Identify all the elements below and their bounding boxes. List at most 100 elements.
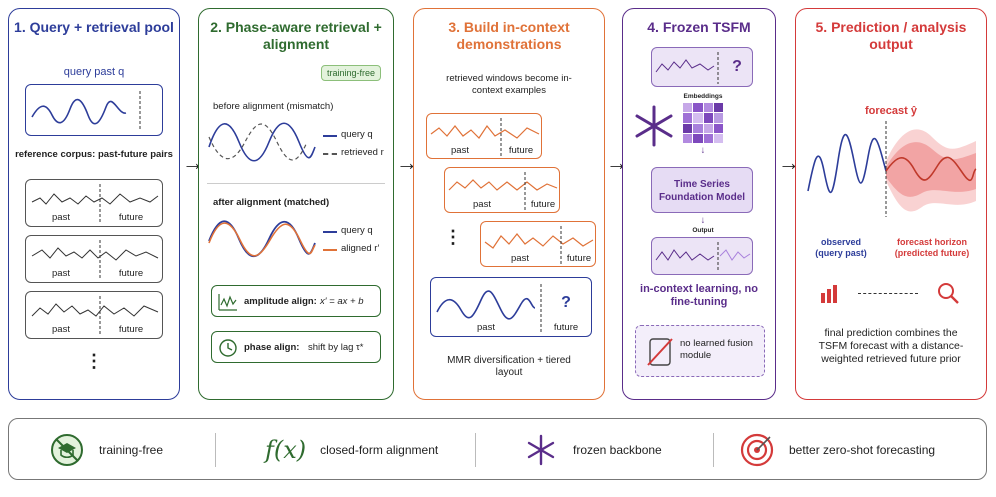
tsfm-input-box: ? (651, 47, 753, 87)
tsfm-input-chart (655, 52, 719, 84)
separator (215, 433, 216, 467)
arrow-2-3: → (396, 150, 418, 175)
legend-retrieved: retrieved r (341, 147, 384, 158)
embeddings-grid (683, 103, 723, 143)
past-label: past (477, 322, 495, 333)
amplitude-formula: x′ = ax + b (320, 296, 364, 307)
arrow-down-icon: ↓ (700, 215, 706, 226)
summary-zero-shot: better zero-shot forecasting (739, 419, 935, 481)
corpus-pair-2: past future (25, 235, 163, 283)
legend-retrieved-line (323, 153, 337, 155)
panel-in-context-demos: 3. Build in-context demonstrations retri… (413, 8, 605, 400)
connector-line (858, 293, 918, 294)
forecast-chart (807, 121, 977, 217)
query-demo-chart (436, 284, 542, 332)
output-label: Output (692, 227, 714, 234)
demo-window-2-chart (448, 172, 558, 210)
icl-label: in-context learning, no fine-tuning (640, 283, 758, 308)
panel5-title: 5. Prediction / analysis output (815, 19, 967, 52)
no-fusion-label: no learned fusion module (680, 338, 753, 361)
demo-window-3-chart (484, 226, 594, 264)
demo-window-1-chart (430, 118, 540, 156)
legend-query-line (323, 135, 337, 137)
legend-query-2: query q (341, 225, 373, 236)
forecast-label: forecast ŷ (865, 105, 917, 117)
past-label: past (52, 268, 70, 279)
before-alignment-label: before alignment (mismatch) (213, 101, 334, 112)
panel-phase-aware-retrieval: 2. Phase-aware retrieval + alignment tra… (198, 8, 394, 400)
future-label: future (118, 324, 144, 335)
no-fusion-box: no learned fusion module (635, 325, 765, 377)
summary-training-free: training-free (49, 419, 163, 481)
legend-query-line-2 (323, 231, 337, 233)
legend-aligned: aligned r′ (341, 243, 380, 254)
past-label: past (52, 324, 70, 335)
summary-closed-form: f(x) closed-form alignment (265, 419, 438, 481)
panel4-title: 4. Frozen TSFM (647, 19, 751, 35)
panel1-title: 1. Query + retrieval pool (14, 19, 174, 35)
tsfm-output-box (651, 237, 753, 275)
demo-more-dots: ⋮ (444, 227, 462, 247)
phase-formula: shift by lag τ* (308, 342, 364, 353)
corpus-pair-1-chart (31, 184, 159, 224)
prediction-description: final prediction combines the TSFM forec… (818, 327, 964, 365)
tsfm-model-label: Time Series Foundation Model (658, 179, 746, 203)
target-icon (739, 432, 775, 468)
panel-prediction-output: 5. Prediction / analysis output forecast… (795, 8, 987, 400)
past-label: past (473, 199, 491, 210)
future-label: future (118, 268, 144, 279)
magnifier-icon (938, 283, 959, 304)
corpus-pair-2-chart (31, 240, 159, 280)
query-demo-window: ? past future (430, 277, 592, 337)
observed-label: observed (query past) (815, 237, 867, 258)
demo-window-1: past future (426, 113, 542, 159)
past-label: past (52, 212, 70, 223)
future-label: future (566, 253, 592, 264)
panel2-title: 2. Phase-aware retrieval + alignment (210, 19, 382, 52)
query-series-box (25, 84, 163, 136)
after-alignment-chart (208, 220, 316, 258)
past-label: past (511, 253, 529, 264)
summary-closed-form-text: closed-form alignment (320, 443, 439, 457)
target-graphic (740, 433, 774, 467)
amplitude-align-box: amplitude align: x′ = ax + b (211, 285, 381, 317)
phase-align-box: phase align: shift by lag τ* (211, 331, 381, 363)
future-label: future (508, 145, 534, 156)
snowflake-small-icon (523, 432, 559, 468)
snowflake-small-graphic (527, 434, 555, 466)
separator (713, 433, 714, 467)
no-training-icon (49, 432, 85, 468)
demo-window-2: past future (444, 167, 560, 213)
demo-window-3: past future (480, 221, 596, 267)
separator (475, 433, 476, 467)
arrow-down-icon: ↓ (700, 145, 706, 156)
embeddings-label: Embeddings (683, 93, 723, 100)
horizon-label: forecast horizon (predicted future) (894, 237, 970, 258)
arrow-4-5: → (778, 150, 800, 175)
corpus-pair-1: past future (25, 179, 163, 227)
query-series-chart (31, 91, 141, 131)
no-fusion-module-icon (647, 338, 673, 366)
past-label: past (451, 145, 469, 156)
future-label: future (118, 212, 144, 223)
clock-icon (219, 339, 237, 357)
tsfm-output-chart (655, 242, 751, 272)
summary-frozen-backbone: frozen backbone (523, 419, 662, 481)
function-icon: f(x) (265, 436, 307, 464)
summary-frozen-backbone-text: frozen backbone (573, 443, 662, 457)
panel3-title: 3. Build in-context demonstrations (448, 19, 570, 52)
after-alignment-label: after alignment (matched) (213, 197, 330, 208)
divider (207, 183, 385, 184)
no-training-graphic (51, 434, 83, 466)
future-label: future (530, 199, 556, 210)
corpus-pair-3-chart (31, 296, 159, 336)
panel3-subtitle: retrieved windows become in-context exam… (446, 73, 572, 96)
query-past-label: query past q (63, 66, 125, 78)
amplitude-align-title: amplitude align: (244, 296, 317, 307)
amplitude-icon (218, 294, 237, 311)
snowflake-icon (635, 105, 673, 147)
legend-query: query q (341, 129, 373, 140)
panel3-footer: MMR diversification + tiered layout (447, 355, 571, 378)
query-mark: ? (561, 294, 571, 311)
corpus-label: reference corpus: past-future pairs (15, 149, 173, 160)
